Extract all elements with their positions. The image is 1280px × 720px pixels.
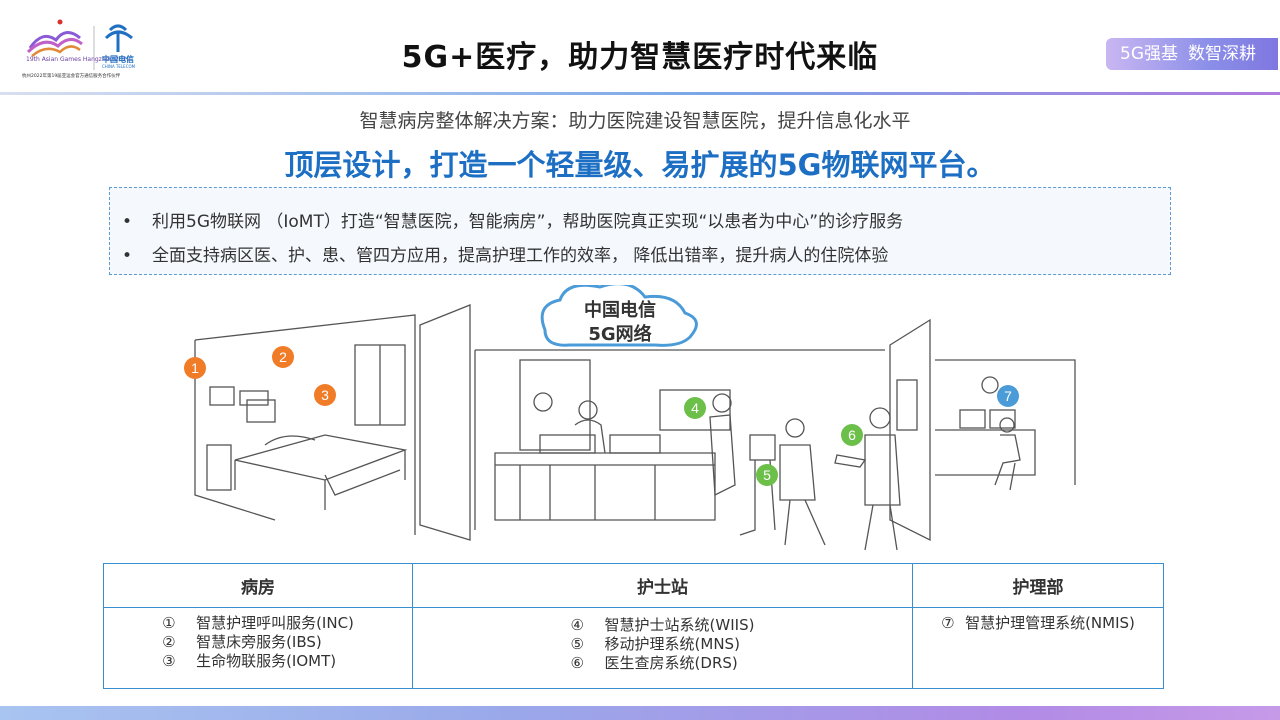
slogan-badge: 5G强基数智深耕 <box>1106 38 1278 70</box>
table-header: 护理部 <box>912 563 1164 608</box>
bullet-text: 全面支持病区医、护、患、管四方应用，提高护理工作的效率， 降低出错率，提升病人的… <box>152 246 889 266</box>
marker-4: 4 <box>691 400 699 416</box>
ward-line-art: 1 2 3 4 5 6 7 <box>184 282 1076 551</box>
marker-1: 1 <box>191 360 199 376</box>
marker-5: 5 <box>763 467 771 483</box>
bullet-marker: • <box>122 212 133 232</box>
badge-right-text: 数智深耕 <box>1188 44 1256 64</box>
marker-7: 7 <box>1004 388 1012 404</box>
page-title: 5G+医疗，助力智慧医疗时代来临 <box>401 40 879 75</box>
table-header-row: 病房 护士站 护理部 <box>103 563 1164 608</box>
bullet-item: • 全面支持病区医、护、患、管四方应用，提高护理工作的效率， 降低出错率，提升病人… <box>122 241 888 266</box>
hospital-ward-illustration: 1 2 3 4 5 6 7 中国电信 5G网络 <box>175 282 1085 555</box>
table-header: 护士站 <box>412 563 913 608</box>
telecom-en-text: CHINA TELECOM <box>102 64 136 69</box>
marker-6: 6 <box>848 427 856 443</box>
cloud-label: 中国电信 5G网络 <box>565 299 675 347</box>
marker-2: 2 <box>279 349 287 365</box>
asian-games-logo <box>26 19 133 70</box>
telecom-cn-text: 中国电信 <box>102 55 134 64</box>
logo-area: 19th Asian Games Hangzhou 2022 中国电信 CHIN… <box>22 18 172 86</box>
logo-caption: 杭州2022年第19届亚运会官方通信服务合作伙伴 <box>22 74 121 79</box>
header-divider <box>0 92 1280 95</box>
bullet-item: • 利用5G物联网 （IoMT）打造“智慧医院，智能病房”，帮助医院真正实现“以患… <box>122 207 903 232</box>
asian-games-text: 19th Asian Games Hangzhou 2022 <box>26 56 131 63</box>
bullet-box: • 利用5G物联网 （IoMT）打造“智慧医院，智能病房”，帮助医院真正实现“以患… <box>109 187 1171 275</box>
marker-3: 3 <box>321 387 329 403</box>
subtitle: 智慧病房整体解决方案：助力医院建设智慧医院，提升信息化水平 <box>359 110 911 132</box>
cloud-line-1: 中国电信 <box>584 300 656 321</box>
table-header: 病房 <box>103 563 413 608</box>
bullet-marker: • <box>122 246 133 266</box>
badge-left-text: 5G强基 <box>1120 44 1178 64</box>
headline: 顶层设计，打造一个轻量级、易扩展的5G物联网平台。 <box>284 148 996 182</box>
cloud-line-2: 5G网络 <box>588 324 652 345</box>
footer-bar <box>0 706 1280 720</box>
bullet-text: 利用5G物联网 （IoMT）打造“智慧医院，智能病房”，帮助医院真正实现“以患者… <box>152 212 904 232</box>
